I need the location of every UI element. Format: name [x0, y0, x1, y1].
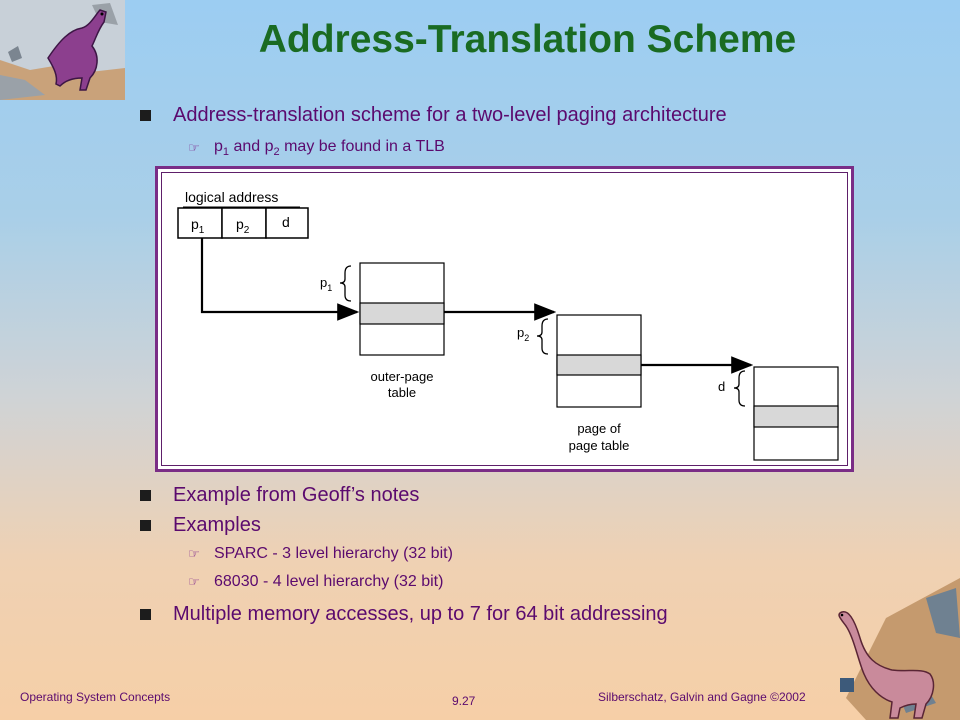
footer-course-title: Operating System Concepts	[20, 690, 171, 704]
page-of-page-table-label-1: page of	[577, 421, 621, 436]
bullet-square-icon	[140, 520, 151, 531]
p1-brace-label: p1	[320, 275, 332, 293]
bullet-examples: Examples	[140, 514, 261, 537]
footer-slide-number: 9.27	[452, 694, 476, 708]
bullet-text: Address-translation scheme for a two-lev…	[173, 104, 727, 126]
field-d-box	[265, 207, 309, 239]
logical-address-label: logical address	[185, 189, 278, 205]
sub-bullet-sparc: ☞ SPARC - 3 level hierarchy (32 bit)	[188, 545, 453, 563]
outer-page-table-label-2: table	[388, 385, 416, 400]
bullet-text: Example from Geoff’s notes	[173, 484, 420, 506]
d-brace-label: d	[718, 379, 725, 394]
arrow-p1-to-outer-table	[200, 238, 360, 321]
diagram-canvas: logical address p1 p2 d outer-page table…	[158, 169, 851, 469]
bullet-square-icon	[140, 110, 151, 121]
text-and-p: and p	[229, 138, 274, 155]
p1-brace	[339, 265, 352, 302]
sub-bullet-68030: ☞ 68030 - 4 level hierarchy (32 bit)	[188, 573, 443, 591]
sub-bullet-text: p1 and p2 may be found in a TLB	[214, 138, 445, 158]
p2-brace-label: p2	[517, 325, 529, 343]
d-brace	[733, 370, 746, 407]
bullet-square-icon	[140, 490, 151, 501]
p2-brace	[536, 318, 549, 355]
brontosaurus-corner-art	[838, 578, 960, 720]
bullet-text: Examples	[173, 514, 261, 536]
footer-copyright: Silberschatz, Galvin and Gagne ©2002	[598, 690, 806, 704]
field-d-label: d	[282, 214, 290, 230]
page-of-page-table-label-2: page table	[569, 438, 630, 453]
bullet-memory-accesses: Multiple memory accesses, up to 7 for 64…	[140, 603, 668, 626]
subscript-1: 1	[222, 146, 230, 159]
bullet-text: Multiple memory accesses, up to 7 for 64…	[173, 603, 668, 625]
dinosaur-corner-art	[0, 0, 125, 100]
sub-bullet-tlb: ☞ p1 and p2 may be found in a TLB	[188, 138, 445, 158]
subscript-2: 2	[273, 146, 280, 159]
pointing-hand-icon: ☞	[188, 574, 200, 589]
outer-page-table-label-1: outer-page	[371, 369, 434, 384]
field-p2-box	[221, 207, 267, 239]
page-of-page-table-entry	[556, 354, 642, 376]
text-rest: may be found in a TLB	[279, 138, 445, 155]
two-level-paging-diagram: logical address p1 p2 d outer-page table…	[155, 166, 854, 472]
field-p1-label: p1	[191, 216, 205, 236]
bullet-square-icon	[140, 609, 151, 620]
pointing-hand-icon: ☞	[188, 546, 200, 561]
sub-bullet-text: 68030 - 4 level hierarchy (32 bit)	[214, 573, 444, 590]
pointing-hand-icon: ☞	[188, 140, 200, 156]
outer-page-table-entry	[359, 302, 445, 325]
field-p1-box	[177, 207, 223, 239]
physical-page-entry	[753, 405, 839, 428]
field-p2-label: p2	[236, 216, 250, 236]
sub-bullet-text: SPARC - 3 level hierarchy (32 bit)	[214, 545, 453, 562]
bullet-geoff-notes: Example from Geoff’s notes	[140, 484, 419, 507]
text-p: p	[214, 138, 223, 155]
bullet-two-level-paging: Address-translation scheme for a two-lev…	[140, 104, 727, 127]
slide-title: Address-Translation Scheme	[258, 18, 797, 61]
